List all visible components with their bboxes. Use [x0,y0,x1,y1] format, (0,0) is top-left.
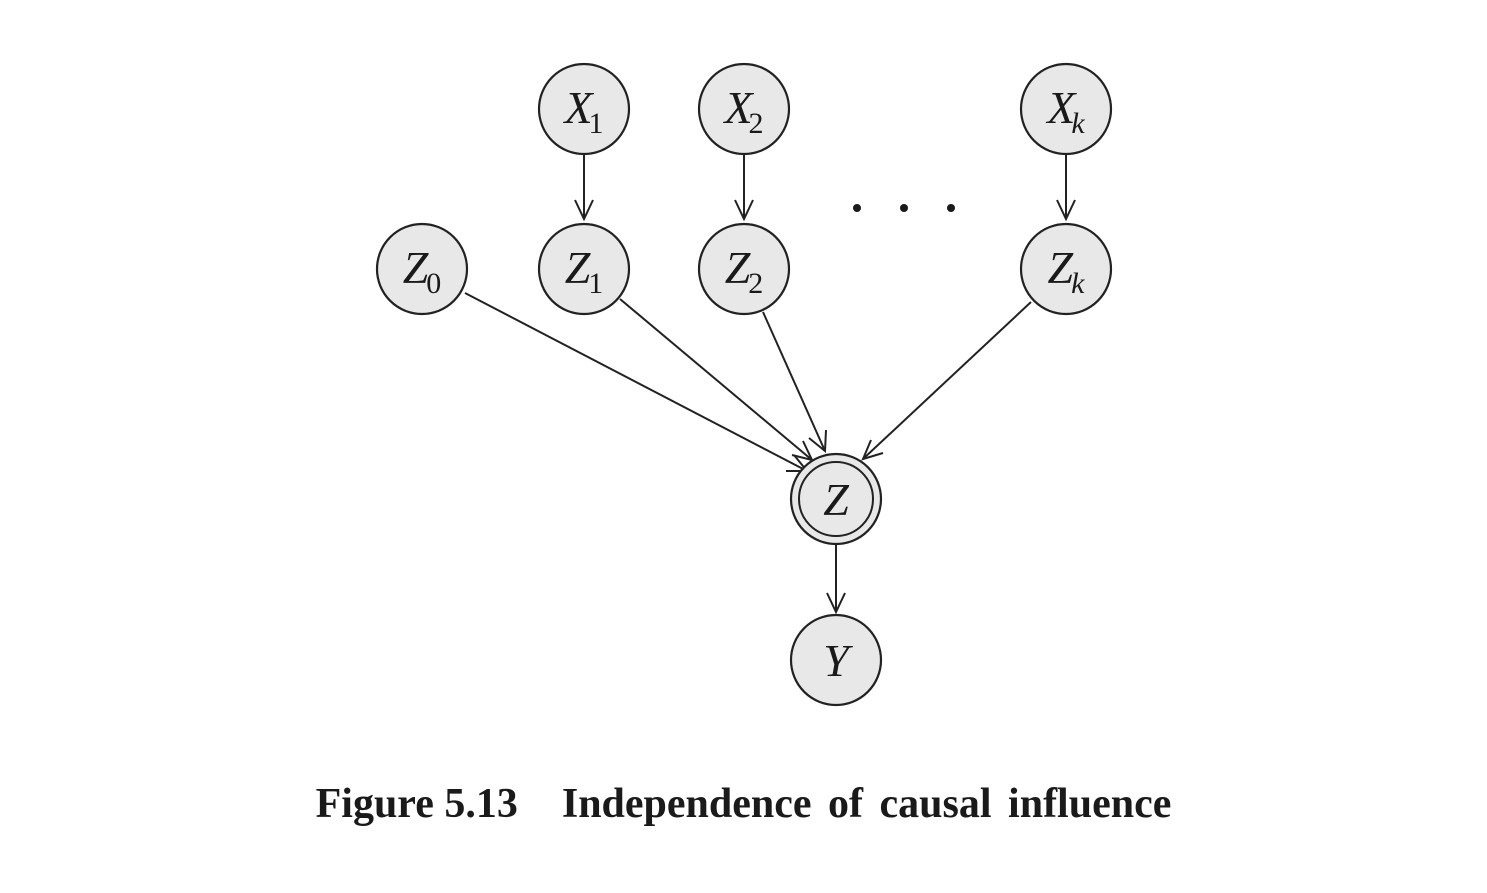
node-zk-main: Z [1048,242,1074,293]
node-z2: Z2 [697,222,791,316]
figure-label: Figure 5.13 [315,781,518,827]
svg-text:Z: Z [823,474,849,525]
node-z2-sub: 2 [748,267,763,300]
edge-x1-z1 [574,154,594,222]
edges [464,154,1076,615]
svg-text:X2: X2 [722,82,763,140]
ellipsis-dot [947,204,955,212]
node-xk-sub: k [1071,107,1085,140]
svg-text:Zk: Zk [1048,242,1086,300]
node-y: Y [789,613,883,707]
node-z0-sub: 0 [426,267,441,300]
node-x2: X2 [697,62,791,156]
node-xk-main: X [1045,82,1077,133]
figure-caption: Figure 5.13 Independence of causal influe… [0,780,1487,828]
figure-title: Independence of causal influence [561,781,1172,827]
node-z2-main: Z [725,242,751,293]
node-y-main: Y [823,635,853,686]
node-z1-sub: 1 [588,267,603,300]
node-z0: Z0 [375,222,469,316]
svg-text:X1: X1 [562,82,603,140]
node-x2-main: X [722,82,754,133]
node-x2-sub: 2 [749,107,764,140]
node-z1: Z1 [537,222,631,316]
node-z-main: Z [823,474,849,525]
ellipsis-dots [853,204,955,212]
node-z0-main: Z [403,242,429,293]
svg-text:Y: Y [823,635,853,686]
svg-text:Z1: Z1 [565,242,604,300]
ellipsis-dot [900,204,908,212]
edge-x2-z2 [734,154,754,222]
edge-z2-z [762,311,827,454]
svg-text:Xk: Xk [1045,82,1085,140]
node-xk: Xk [1019,62,1113,156]
node-zk-sub: k [1071,267,1085,300]
edge-z0-z [464,292,810,472]
node-x1: X1 [537,62,631,156]
edge-z1-z [619,298,814,462]
svg-text:Z0: Z0 [403,242,442,300]
node-z1-main: Z [565,242,591,293]
edge-zk-z [861,301,1032,461]
edge-xk-zk [1056,154,1076,222]
node-x1-sub: 1 [589,107,604,140]
node-zk: Zk [1019,222,1113,316]
node-z-deterministic: Z [789,452,883,546]
svg-text:Z2: Z2 [725,242,764,300]
ellipsis-dot [853,204,861,212]
edge-z-y [826,545,846,615]
node-x1-main: X [562,82,594,133]
